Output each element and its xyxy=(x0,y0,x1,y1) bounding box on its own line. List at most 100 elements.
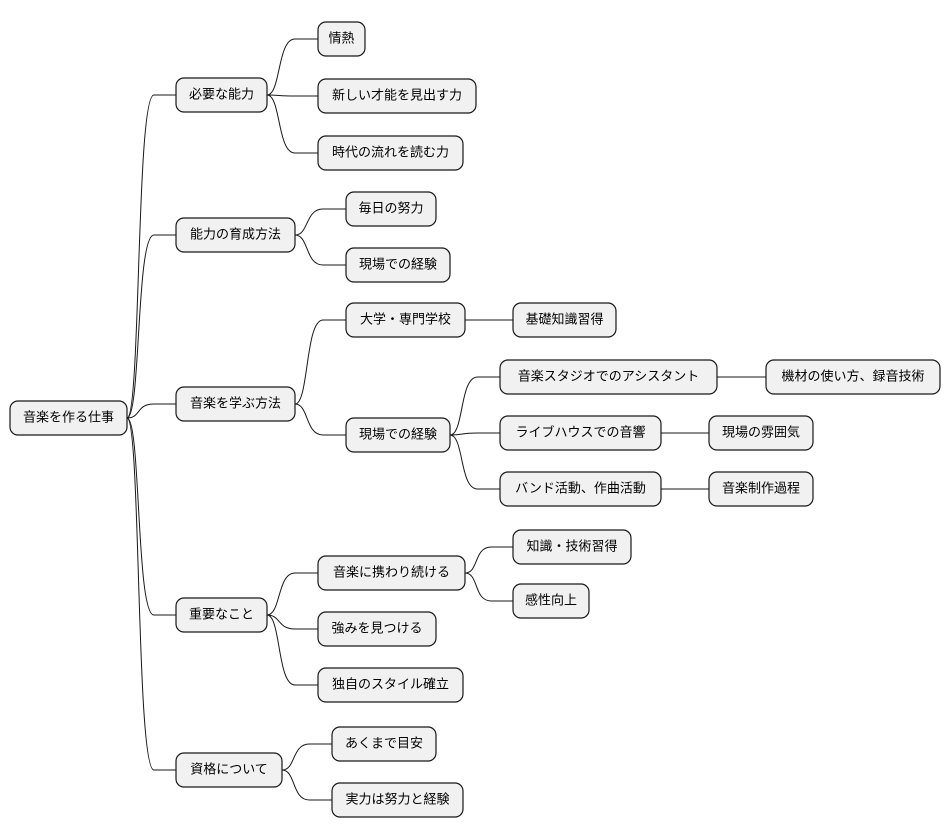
node-box xyxy=(512,302,617,338)
mindmap-node-3-0: 音楽に携わり続ける xyxy=(317,555,466,591)
node-label: 強みを見つける xyxy=(331,622,422,637)
node-label: 能力の育成方法 xyxy=(190,227,281,243)
node-box xyxy=(317,21,366,57)
node-label: 現場での経験 xyxy=(359,428,437,443)
edge-4 xyxy=(126,417,176,771)
edge-0-0 xyxy=(266,38,318,96)
mindmap-root-node: 音楽を作る仕事 xyxy=(9,400,128,436)
edge-3-0 xyxy=(266,572,318,616)
edge-3-0-1 xyxy=(464,572,513,602)
node-box xyxy=(317,555,466,591)
edge-2-1-2 xyxy=(449,434,500,490)
node-label: 現場での経験 xyxy=(359,258,437,273)
edge-1 xyxy=(126,234,176,419)
mindmap-node-3-0-0: 知識・技術習得 xyxy=(512,529,632,565)
node-label: 現場の雰囲気 xyxy=(722,425,800,441)
mindmap-node-2-1-0-0: 機材の使い方、録音技術 xyxy=(765,359,941,395)
node-box xyxy=(175,77,268,113)
node-label: 資格について xyxy=(190,762,268,778)
node-box xyxy=(708,471,814,507)
mindmap-node-2-1-2-0: 音楽制作過程 xyxy=(708,471,814,507)
edge-0-1 xyxy=(266,94,318,97)
mindmap-node-2-0: 大学・専門学校 xyxy=(345,302,466,338)
node-box xyxy=(9,400,128,436)
edge-2-0 xyxy=(294,319,346,405)
mindmap-node-0-1: 新しい才能を見出す力 xyxy=(317,78,477,114)
node-label: 時代の流れを読む力 xyxy=(332,145,449,161)
node-label: バンド活動、作曲活動 xyxy=(515,482,646,497)
mindmap-node-2-1-1: ライブハウスでの音響 xyxy=(499,415,662,451)
mindmap-node-2-1-0: 音楽スタジオでのアシスタント xyxy=(499,359,718,395)
node-box xyxy=(765,359,941,395)
mindmap-node-1-1: 現場での経験 xyxy=(345,247,451,283)
edge-0-2 xyxy=(266,94,318,154)
node-label: 音楽に携わり続ける xyxy=(333,565,450,581)
edge-3-1 xyxy=(266,614,318,630)
mindmap-node-0-0: 情熱 xyxy=(317,21,366,57)
node-box xyxy=(512,583,590,619)
edge-0 xyxy=(126,94,176,419)
node-label: 音楽スタジオでのアシスタント xyxy=(518,369,699,385)
node-box xyxy=(499,359,718,395)
mindmap-node-4-0: あくまで目安 xyxy=(331,726,437,762)
edge-2 xyxy=(126,403,176,419)
edges xyxy=(126,38,766,801)
mindmap-node-3-1: 強みを見つける xyxy=(317,611,437,647)
node-box xyxy=(317,135,464,171)
node-label: 音楽を作る仕事 xyxy=(23,410,114,426)
edge-1-1 xyxy=(294,234,346,266)
edge-4-1 xyxy=(281,769,332,801)
mindmap-node-4: 資格について xyxy=(175,752,283,788)
node-box xyxy=(331,726,437,762)
node-box xyxy=(345,247,451,283)
node-label: 音楽を学ぶ方法 xyxy=(190,396,281,412)
node-box xyxy=(345,191,437,227)
node-box xyxy=(317,667,464,703)
node-label: 情熱 xyxy=(328,32,354,47)
node-label: 知識・技術習得 xyxy=(526,539,617,555)
mindmap-node-0-2: 時代の流れを読む力 xyxy=(317,135,464,171)
mindmap-node-2-1: 現場での経験 xyxy=(345,417,451,453)
node-box xyxy=(175,752,283,788)
mindmap-node-3: 重要なこと xyxy=(175,597,268,633)
node-label: 毎日の努力 xyxy=(358,201,423,217)
mindmap-node-2: 音楽を学ぶ方法 xyxy=(175,386,296,422)
node-box xyxy=(345,417,451,453)
node-box xyxy=(499,415,662,451)
mindmap-node-1-0: 毎日の努力 xyxy=(345,191,437,227)
node-box xyxy=(345,302,466,338)
edge-2-1-1 xyxy=(449,432,500,436)
node-box xyxy=(175,386,296,422)
node-label: 基礎知識習得 xyxy=(525,312,603,328)
mindmap-node-4-1: 実力は努力と経験 xyxy=(331,782,464,818)
mindmap-node-3-2: 独自のスタイル確立 xyxy=(317,667,464,703)
edge-3-0-0 xyxy=(464,546,513,574)
node-label: 新しい才能を見出す力 xyxy=(332,88,462,104)
edge-1-0 xyxy=(294,208,346,236)
node-box xyxy=(331,782,464,818)
nodes: 音楽を作る仕事 必要な能力 情熱新しい才能を見出す力時代の流れを読む力能力の育成方法… xyxy=(9,21,941,818)
node-label: 機材の使い方、録音技術 xyxy=(781,369,924,385)
node-box xyxy=(708,415,814,451)
node-box xyxy=(175,217,296,253)
mindmap-node-1: 能力の育成方法 xyxy=(175,217,296,253)
node-label: 重要なこと xyxy=(189,607,254,623)
edge-3 xyxy=(126,417,176,616)
node-box xyxy=(512,529,632,565)
node-label: ライブハウスでの音響 xyxy=(515,425,645,441)
node-label: 音楽制作過程 xyxy=(722,481,800,497)
node-label: 必要な能力 xyxy=(189,88,254,103)
node-label: 独自のスタイル確立 xyxy=(332,677,449,693)
edge-2-1-0 xyxy=(449,376,500,436)
mindmap-node-2-0-0: 基礎知識習得 xyxy=(512,302,617,338)
mindmap-node-0: 必要な能力 xyxy=(175,77,268,113)
mindmap-node-2-1-1-0: 現場の雰囲気 xyxy=(708,415,814,451)
node-label: あくまで目安 xyxy=(345,737,423,752)
node-box xyxy=(175,597,268,633)
node-label: 感性向上 xyxy=(525,593,577,609)
edge-2-1 xyxy=(294,403,346,436)
edge-4-0 xyxy=(281,743,332,771)
edge-3-2 xyxy=(266,614,318,686)
node-label: 実力は努力と経験 xyxy=(345,792,449,808)
